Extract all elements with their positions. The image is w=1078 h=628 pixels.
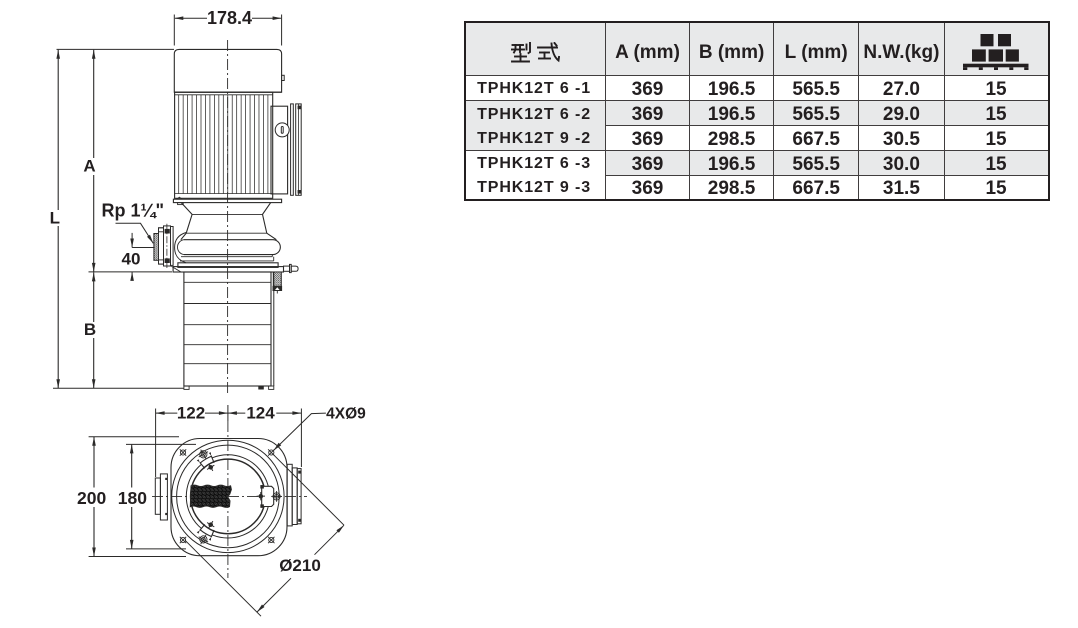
svg-text:40: 40 bbox=[122, 250, 141, 269]
svg-text:Rp 1¼": Rp 1¼" bbox=[102, 200, 165, 220]
svg-text:4XØ9: 4XØ9 bbox=[326, 406, 366, 423]
svg-text:178.4: 178.4 bbox=[207, 8, 252, 28]
svg-text:124: 124 bbox=[246, 404, 275, 423]
svg-text:B: B bbox=[84, 320, 96, 339]
svg-text:A: A bbox=[83, 157, 95, 176]
svg-text:122: 122 bbox=[177, 404, 205, 423]
svg-text:200: 200 bbox=[77, 488, 106, 508]
svg-text:180: 180 bbox=[118, 488, 147, 508]
svg-text:L: L bbox=[50, 209, 60, 228]
svg-text:Ø210: Ø210 bbox=[279, 556, 321, 575]
